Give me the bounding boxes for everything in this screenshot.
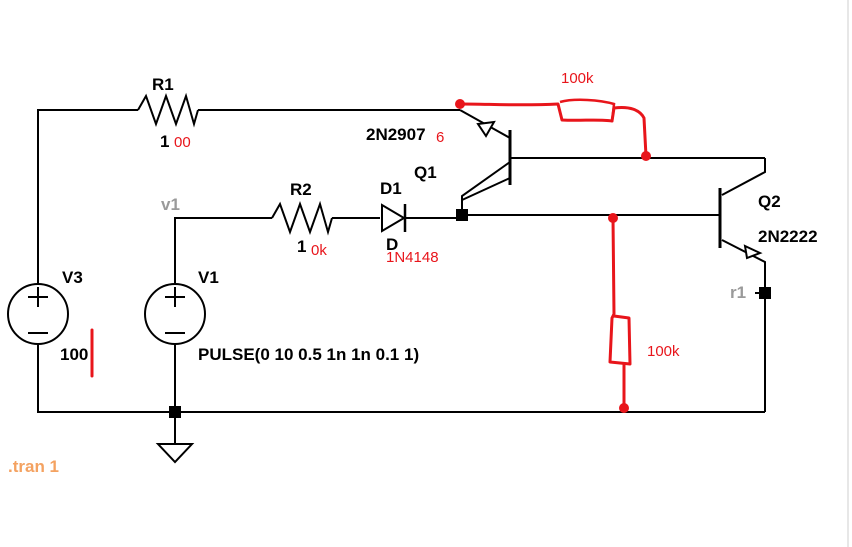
q2-model: 2N2222 [758,227,818,246]
r2-value-prefix: 1 [297,237,306,256]
q2-label: Q2 [758,192,781,211]
annotation-top-resistor-value: 100k [561,70,594,87]
v1-voltage-source[interactable] [144,283,206,345]
d1-model: D [386,235,398,254]
spice-directive[interactable]: .tran 1 [8,457,59,476]
wires [37,109,766,464]
r2-label: R2 [290,180,312,199]
r2-resistor-symbol[interactable] [271,200,333,236]
d1-part: 1N4148 [386,249,439,266]
v3-voltage-source[interactable] [7,283,69,345]
r1-label: R1 [152,75,174,94]
r2-value-suffix: 0k [311,242,327,259]
q1-label: Q1 [414,163,437,182]
r1-value-prefix: 1 [160,132,169,151]
r1-resistor-symbol[interactable] [137,92,199,128]
junction-node [456,209,468,221]
red-annotation-top-resistor [455,98,651,161]
q1-model: 2N2907 [366,125,426,144]
annotation-right-resistor-value: 100k [647,343,680,360]
v3-label: V3 [62,268,83,287]
v3-value: 100 [60,345,88,364]
d1-label: D1 [380,179,402,198]
r1-value-suffix: 00 [174,134,191,151]
net-label-r1: r1 [730,283,746,302]
q1-transistor-symbol[interactable] [459,109,512,201]
q1-model-suffix: 6 [436,129,444,146]
d1-diode-symbol[interactable] [381,203,407,233]
q2-transistor-symbol[interactable] [718,188,763,260]
red-annotation-right-resistor [608,213,632,413]
ground-junction-node [169,406,181,418]
v1-label: V1 [198,268,219,287]
net-label-v1: v1 [161,195,180,214]
v1-value: PULSE(0 10 0.5 1n 1n 0.1 1) [198,345,419,364]
